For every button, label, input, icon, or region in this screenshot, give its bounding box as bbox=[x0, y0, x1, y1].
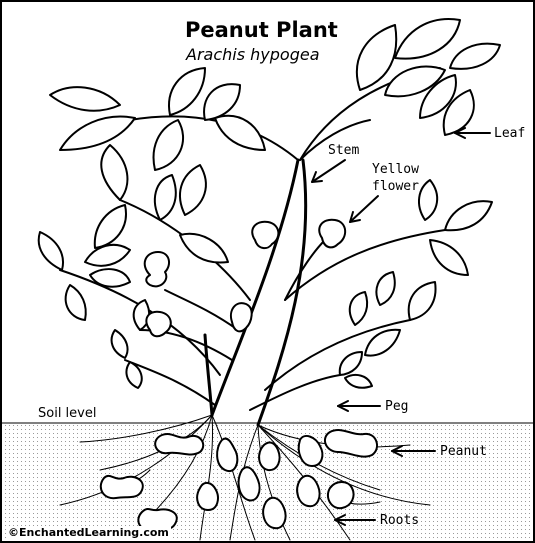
leaves bbox=[39, 19, 500, 388]
flowers bbox=[145, 220, 345, 337]
label-yellow-flower-line1: Yellow bbox=[372, 161, 419, 178]
label-peanut: Peanut bbox=[440, 443, 487, 460]
diagram-subtitle: Arachis hypogea bbox=[186, 45, 320, 64]
label-peg: Peg bbox=[385, 398, 408, 415]
copyright-notice: ©EnchantedLearning.com bbox=[6, 526, 171, 539]
label-stem: Stem bbox=[328, 142, 359, 159]
label-leaf: Leaf bbox=[494, 125, 525, 142]
diagram-title: Peanut Plant bbox=[185, 18, 338, 42]
stems bbox=[205, 160, 306, 425]
label-soil-level: Soil level bbox=[38, 405, 96, 422]
label-yellow-flower-line2: flower bbox=[372, 178, 419, 195]
label-roots: Roots bbox=[380, 512, 419, 529]
